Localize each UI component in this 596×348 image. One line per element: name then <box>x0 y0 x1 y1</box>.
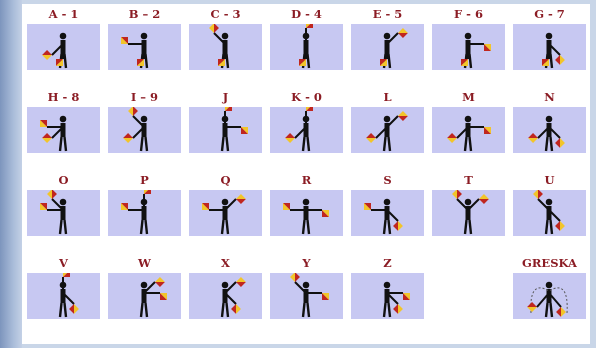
semaphore-figure-image <box>270 24 343 70</box>
signal-label: I – 9 <box>130 90 159 104</box>
signal-label: T <box>464 173 473 187</box>
signal-cell: H - 8 <box>25 89 102 155</box>
semaphore-figure-image <box>513 24 586 70</box>
semaphore-figure-image <box>270 190 343 236</box>
signal-cell: B – 2 <box>106 6 183 72</box>
signal-label: W <box>138 256 151 270</box>
semaphore-figure-image <box>108 190 181 236</box>
signal-cell: L <box>349 89 426 155</box>
signal-label: X <box>221 256 230 270</box>
signal-label: G - 7 <box>534 7 565 21</box>
signal-label: P <box>140 173 149 187</box>
semaphore-figure-image <box>432 24 505 70</box>
signal-cell: S <box>349 172 426 238</box>
signal-label: GRESKA <box>522 256 577 270</box>
signal-label: Q <box>220 173 231 187</box>
semaphore-figure-image <box>351 190 424 236</box>
signal-label: A - 1 <box>48 7 79 21</box>
signal-cell: T <box>430 172 507 238</box>
semaphore-figure-image <box>27 273 100 319</box>
signal-label: O <box>58 173 69 187</box>
signal-cell: I – 9 <box>106 89 183 155</box>
signal-label: E - 5 <box>372 7 403 21</box>
semaphore-figure-image <box>189 24 262 70</box>
semaphore-figure-image <box>27 24 100 70</box>
signal-cell: M <box>430 89 507 155</box>
signal-cell: G - 7 <box>511 6 588 72</box>
semaphore-figure-image <box>108 273 181 319</box>
semaphore-figure-image <box>432 107 505 153</box>
signal-label: F - 6 <box>454 7 483 21</box>
signal-cell: N <box>511 89 588 155</box>
semaphore-figure-image <box>189 107 262 153</box>
signal-cell: E - 5 <box>349 6 426 72</box>
signal-label: H - 8 <box>47 90 80 104</box>
signal-cell: U <box>511 172 588 238</box>
semaphore-figure-image <box>108 107 181 153</box>
signal-cell: O <box>25 172 102 238</box>
signal-cell: A - 1 <box>25 6 102 72</box>
signal-cell: D - 4 <box>268 6 345 72</box>
signal-label: N <box>544 90 555 104</box>
signal-cell: P <box>106 172 183 238</box>
signal-label: J <box>222 90 229 104</box>
signal-label: R <box>301 173 312 187</box>
signal-label: C - 3 <box>210 7 241 21</box>
semaphore-figure-image <box>27 107 100 153</box>
signal-label: L <box>383 90 392 104</box>
signal-cell: Y <box>268 255 345 321</box>
signal-cell: X <box>187 255 264 321</box>
semaphore-figure-image <box>27 190 100 236</box>
signal-label: D - 4 <box>291 7 322 21</box>
signal-label: B – 2 <box>128 7 161 21</box>
semaphore-figure-image <box>513 107 586 153</box>
signal-cell: V <box>25 255 102 321</box>
semaphore-figure-image <box>351 24 424 70</box>
signal-cell: K - 0 <box>268 89 345 155</box>
semaphore-figure-image <box>351 107 424 153</box>
semaphore-figure-image <box>270 273 343 319</box>
signal-label: Z <box>383 256 392 270</box>
signal-label: S <box>383 173 392 187</box>
signal-cell: C - 3 <box>187 6 264 72</box>
semaphore-figure-image <box>513 273 586 319</box>
signal-cell: GRESKA <box>511 255 588 321</box>
signal-label: V <box>59 256 68 270</box>
signal-cell: Z <box>349 255 426 321</box>
semaphore-figure-image <box>513 190 586 236</box>
semaphore-chart: A - 1 B – 2 C - 3 D - 4 E - 5 F - 6 G - 7 H - 8… <box>22 4 590 344</box>
left-background-strip <box>0 0 22 348</box>
signal-cell: F - 6 <box>430 6 507 72</box>
signal-label: M <box>462 90 475 104</box>
signal-label: U <box>544 173 555 187</box>
semaphore-figure-image <box>189 190 262 236</box>
signal-cell: W <box>106 255 183 321</box>
semaphore-figure-image <box>270 107 343 153</box>
signal-cell: Q <box>187 172 264 238</box>
semaphore-figure-image <box>189 273 262 319</box>
signal-label: K - 0 <box>291 90 322 104</box>
semaphore-figure-image <box>351 273 424 319</box>
signal-label: Y <box>302 256 311 270</box>
semaphore-figure-image <box>108 24 181 70</box>
signal-cell: R <box>268 172 345 238</box>
signal-cell: J <box>187 89 264 155</box>
semaphore-figure-image <box>432 190 505 236</box>
